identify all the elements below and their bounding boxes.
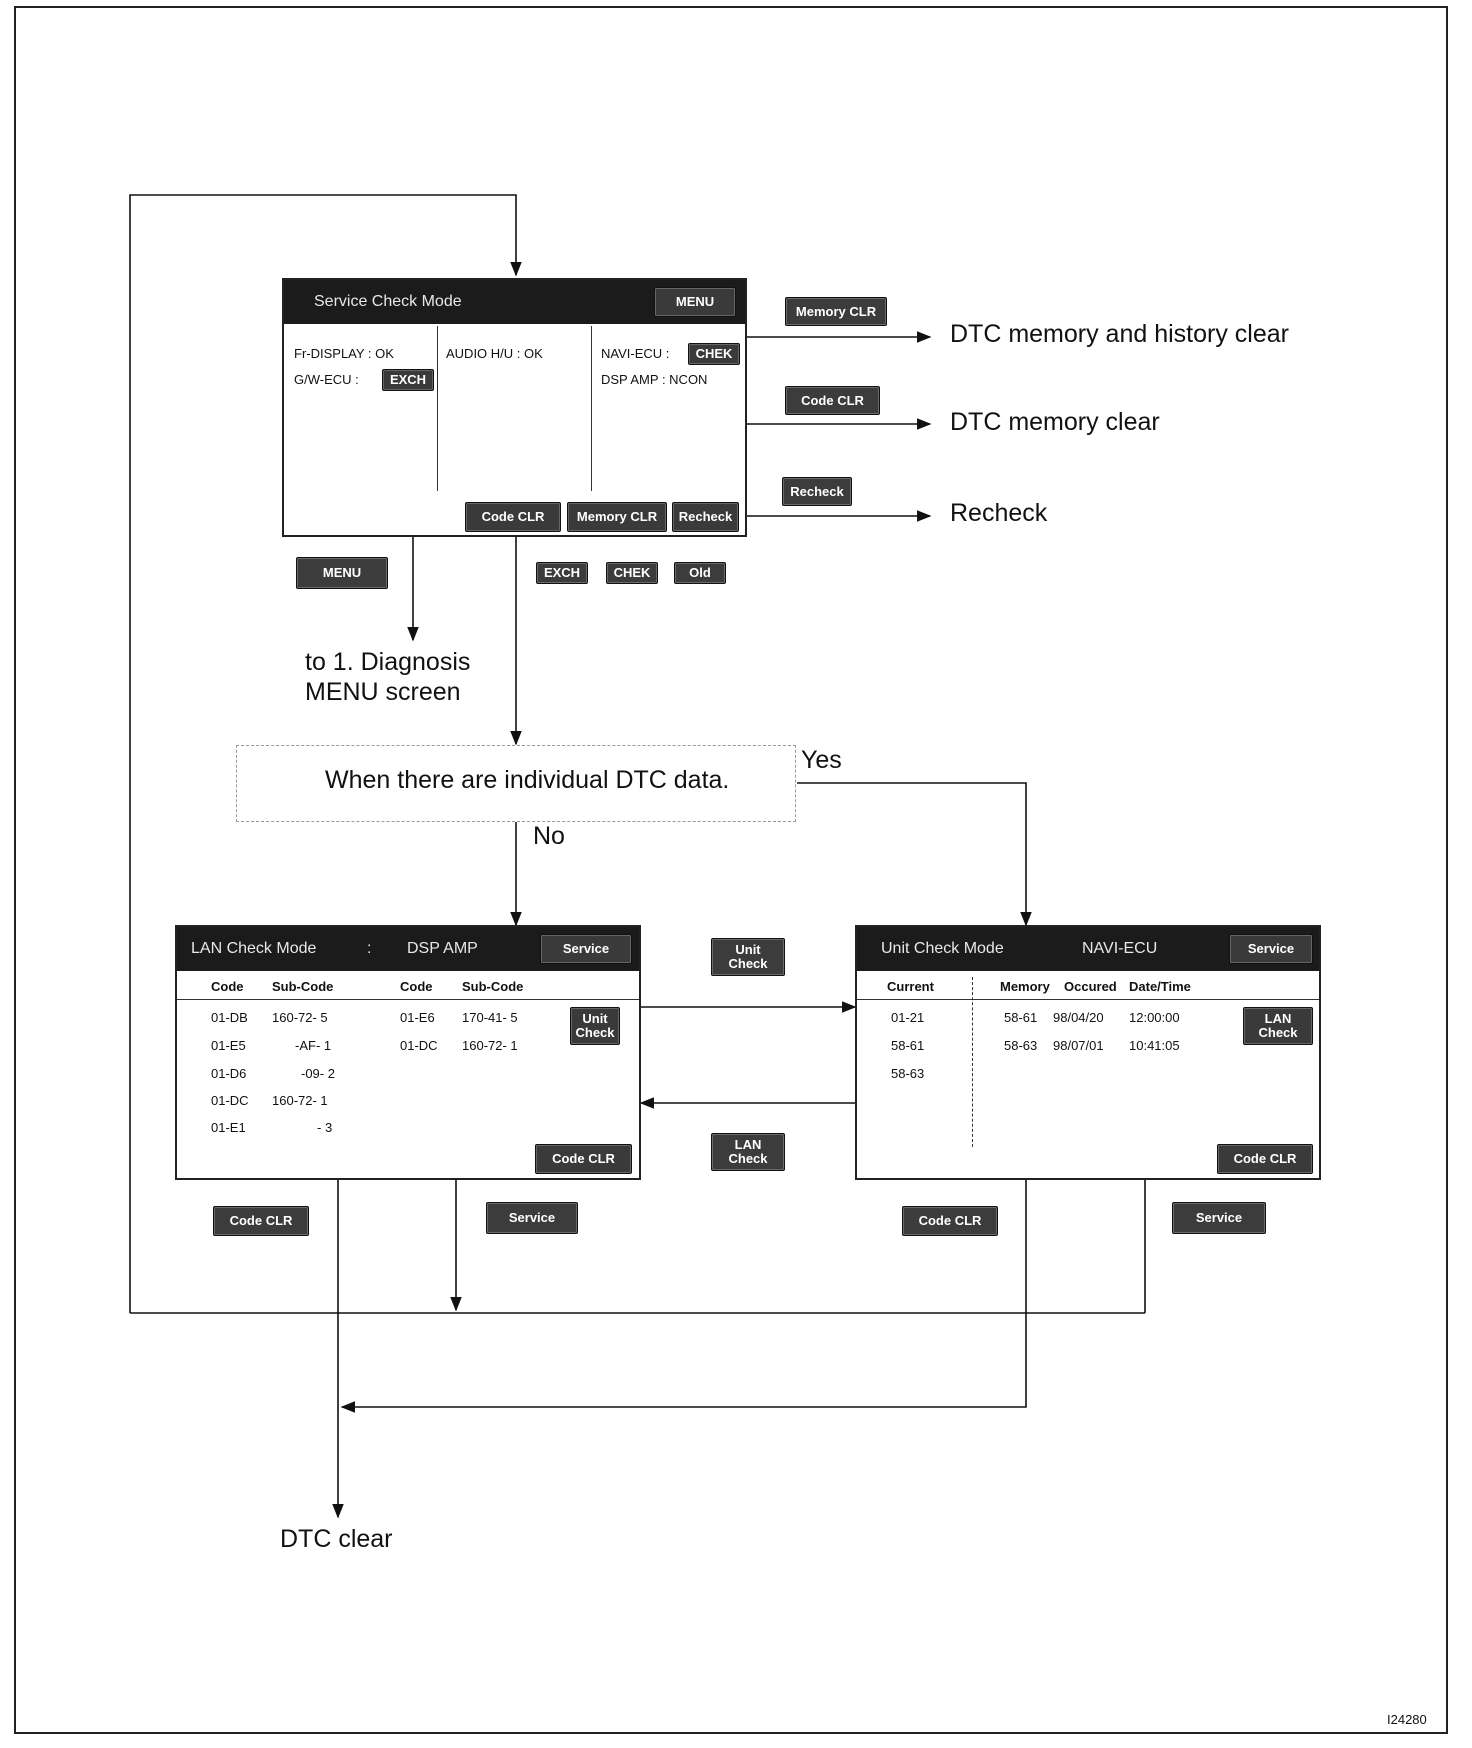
code-clr-button[interactable]: Code CLR bbox=[465, 502, 561, 532]
recheck-label: Recheck bbox=[950, 499, 1048, 527]
unit-header-current: Current bbox=[887, 979, 934, 994]
recheck-button[interactable]: Recheck bbox=[672, 502, 739, 532]
code-clr-key-right[interactable]: Code CLR bbox=[902, 1206, 998, 1236]
lan-row-subcode: -09- 2 bbox=[301, 1066, 335, 1081]
memory-clear-label: DTC memory clear bbox=[950, 408, 1160, 436]
lan-header-code-2: Code bbox=[400, 979, 433, 994]
unit-check-key[interactable]: Unit Check bbox=[711, 938, 785, 976]
unit-column-divider bbox=[972, 977, 973, 1147]
audio-hu-status: AUDIO H/U : OK bbox=[446, 346, 543, 361]
loop-back-line bbox=[129, 194, 522, 1313]
menu-key[interactable]: MENU bbox=[296, 557, 388, 589]
decision-question: When there are individual DTC data. bbox=[325, 766, 730, 794]
lan-code-clr-button[interactable]: Code CLR bbox=[535, 1144, 632, 1174]
unit-screen-title: Unit Check Mode bbox=[881, 940, 1004, 957]
unit-screen-title-bar: Unit Check Mode NAVI-ECU Service bbox=[857, 927, 1319, 971]
memory-clr-key[interactable]: Memory CLR bbox=[785, 297, 887, 326]
navi-ecu-label: NAVI-ECU : bbox=[601, 346, 670, 361]
lan-header-subcode-1: Sub-Code bbox=[272, 979, 334, 994]
figure-id: I24280 bbox=[1387, 1712, 1427, 1727]
exch-status-button[interactable]: EXCH bbox=[382, 369, 434, 391]
lan-check-button[interactable]: LAN Check bbox=[1243, 1007, 1313, 1045]
fr-display-status: Fr-DISPLAY : OK bbox=[294, 346, 394, 361]
lan-row-code: 01-DC bbox=[211, 1093, 249, 1108]
lan-screen-title-bar: LAN Check Mode : DSP AMP Service bbox=[177, 927, 639, 971]
unit-memory-time: 10:41:05 bbox=[1129, 1038, 1180, 1053]
code-clr-right-line bbox=[340, 1180, 1027, 1413]
unit-check-button[interactable]: Unit Check bbox=[570, 1007, 620, 1045]
old-key[interactable]: Old bbox=[674, 562, 726, 584]
lan-header-subcode-2: Sub-Code bbox=[462, 979, 524, 994]
lan-row-subcode: -AF- 1 bbox=[295, 1038, 332, 1053]
lan-screen-device: DSP AMP bbox=[407, 940, 478, 957]
lan-header-rule bbox=[177, 999, 639, 1000]
lan-check-screen: LAN Check Mode : DSP AMP Service Code Su… bbox=[175, 925, 641, 1180]
unit-memory-date: 98/07/01 bbox=[1053, 1038, 1104, 1053]
unit-check-screen: Unit Check Mode NAVI-ECU Service Current… bbox=[855, 925, 1321, 1180]
lan-row-code: 01-DB bbox=[211, 1010, 248, 1025]
menu-button[interactable]: MENU bbox=[654, 287, 736, 317]
column-divider bbox=[591, 326, 592, 491]
lan-row-code: 01-E5 bbox=[211, 1038, 246, 1053]
lan-check-key[interactable]: LAN Check bbox=[711, 1133, 785, 1171]
decision-box bbox=[236, 745, 796, 822]
unit-current-code: 58-61 bbox=[891, 1038, 925, 1053]
column-divider bbox=[437, 326, 438, 491]
lan-header-code-1: Code bbox=[211, 979, 244, 994]
memory-clr-button[interactable]: Memory CLR bbox=[567, 502, 667, 532]
service-key-left[interactable]: Service bbox=[486, 1202, 578, 1234]
diagnosis-menu-label-2: MENU screen bbox=[305, 678, 461, 706]
service-screen-title: Service Check Mode bbox=[314, 293, 462, 310]
unit-current-code: 58-63 bbox=[891, 1066, 925, 1081]
unit-service-button[interactable]: Service bbox=[1229, 934, 1313, 964]
figure-frame bbox=[14, 6, 1448, 1734]
service-screen-title-bar: Service Check Mode MENU bbox=[284, 280, 745, 324]
unit-memory-time: 12:00:00 bbox=[1129, 1010, 1180, 1025]
lan-row-code: 01-D6 bbox=[211, 1066, 247, 1081]
lan-row-subcode: 160-72- 1 bbox=[272, 1093, 328, 1108]
lan-service-button[interactable]: Service bbox=[540, 934, 632, 964]
lan-row-subcode: 160-72- 1 bbox=[462, 1038, 518, 1053]
unit-header-datetime: Date/Time bbox=[1129, 979, 1191, 994]
chek-key[interactable]: CHEK bbox=[606, 562, 658, 584]
code-clr-key-left[interactable]: Code CLR bbox=[213, 1206, 309, 1236]
lan-screen-title: LAN Check Mode bbox=[191, 940, 317, 957]
dtc-clear-label: DTC clear bbox=[280, 1525, 393, 1553]
unit-memory-code: 58-63 bbox=[1004, 1038, 1038, 1053]
lan-row-subcode: 170-41- 5 bbox=[462, 1010, 518, 1025]
gw-ecu-label: G/W-ECU : bbox=[294, 372, 359, 387]
service-check-screen: Service Check Mode MENU Fr-DISPLAY : OK … bbox=[282, 278, 747, 537]
chek-status-button[interactable]: CHEK bbox=[688, 343, 740, 365]
recheck-key[interactable]: Recheck bbox=[782, 477, 852, 506]
unit-screen-device: NAVI-ECU bbox=[1082, 940, 1158, 957]
code-clr-key[interactable]: Code CLR bbox=[785, 386, 880, 415]
unit-header-memory: Memory bbox=[1000, 979, 1050, 994]
unit-memory-code: 58-61 bbox=[1004, 1010, 1038, 1025]
lan-row-subcode: 160-72- 5 bbox=[272, 1010, 328, 1025]
exch-key[interactable]: EXCH bbox=[536, 562, 588, 584]
unit-header-rule bbox=[857, 999, 1319, 1000]
lan-row-subcode: - 3 bbox=[317, 1120, 333, 1135]
diagnosis-menu-label-1: to 1. Diagnosis bbox=[305, 648, 471, 676]
unit-memory-date: 98/04/20 bbox=[1053, 1010, 1104, 1025]
lan-row-code: 01-E6 bbox=[400, 1010, 435, 1025]
lan-screen-colon: : bbox=[367, 940, 372, 957]
lan-row-code: 01-DC bbox=[400, 1038, 438, 1053]
unit-code-clr-button[interactable]: Code CLR bbox=[1217, 1144, 1313, 1174]
unit-header-occured: Occured bbox=[1064, 979, 1117, 994]
decision-no-label: No bbox=[533, 822, 565, 850]
lan-row-code: 01-E1 bbox=[211, 1120, 246, 1135]
yes-branch-arrow bbox=[797, 782, 1032, 927]
service-key-right[interactable]: Service bbox=[1172, 1202, 1266, 1234]
unit-current-code: 01-21 bbox=[891, 1010, 925, 1025]
decision-yes-label: Yes bbox=[801, 746, 842, 774]
dsp-amp-status: DSP AMP : NCON bbox=[601, 372, 708, 387]
memory-history-clear-label: DTC memory and history clear bbox=[950, 320, 1289, 348]
